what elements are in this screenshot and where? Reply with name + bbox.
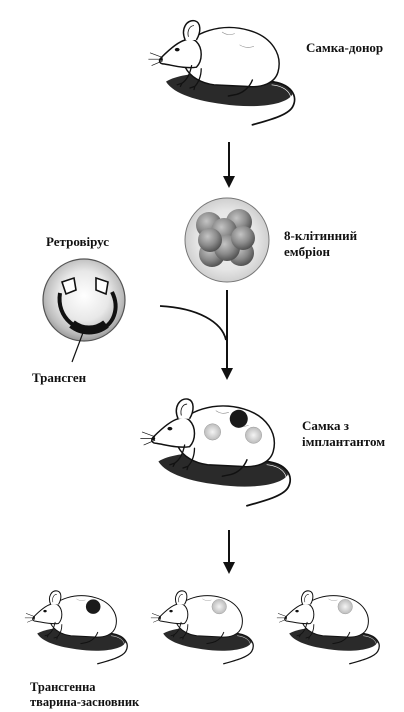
implant-spot-dark [230, 410, 248, 428]
label-donor-female-text: Самка-донор [306, 40, 383, 56]
arrow-merge-to-implant [160, 290, 233, 380]
label-founder-line1: Трансгенна [30, 680, 139, 695]
offspring-mouse-2 [151, 591, 253, 664]
label-embryo: 8-клітинний ембріон [284, 228, 357, 260]
offspring-spot-light [338, 599, 353, 614]
label-implant-line2: імплантантом [302, 434, 385, 450]
label-implanted-female: Самка з імплантантом [302, 418, 385, 450]
label-retrovirus: Ретровірус [46, 234, 109, 250]
arrow-donor-to-embryo [223, 142, 235, 188]
implant-spot-light-1 [204, 424, 220, 440]
label-transgene: Трансген [32, 370, 86, 386]
embryo-8-cell [185, 198, 269, 282]
label-transgene-text: Трансген [32, 370, 86, 386]
label-transgenic-founder: Трансгенна тварина-засновник [30, 680, 139, 710]
label-retrovirus-text: Ретровірус [46, 234, 109, 250]
offspring-spot-light [212, 599, 227, 614]
implanted-female-mouse [140, 399, 290, 506]
label-embryo-line1: 8-клітинний [284, 228, 357, 244]
offspring-mouse-3 [277, 591, 379, 664]
implant-spot-light-2 [245, 427, 261, 443]
retrovirus-particle [43, 259, 125, 341]
label-donor-female: Самка-донор [306, 40, 383, 56]
label-embryo-line2: ембріон [284, 244, 357, 260]
label-founder-line2: тварина-засновник [30, 695, 139, 710]
label-implant-line1: Самка з [302, 418, 385, 434]
offspring-spot-dark [86, 599, 101, 614]
arrow-implant-to-offspring [223, 530, 235, 574]
donor-female-mouse [148, 21, 294, 125]
offspring-mouse-1-founder [25, 591, 127, 664]
